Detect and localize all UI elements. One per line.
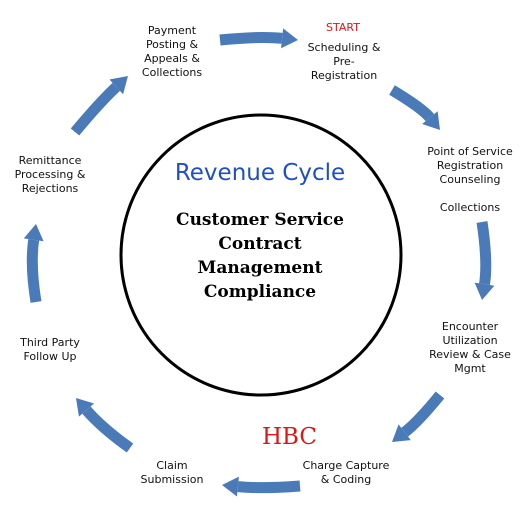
arrow-payment-to-scheduling — [219, 28, 298, 49]
center-line-customer-service: Customer Service — [176, 210, 344, 230]
center-line-management: Management — [197, 258, 323, 278]
arrow-scheduling-to-point-of-service — [389, 85, 440, 130]
center-text: Customer Service Contract Management Com… — [140, 208, 380, 304]
center-title: Revenue Cycle — [174, 160, 346, 186]
cycle-arrows — [23, 28, 495, 497]
arrow-claim-to-third-party — [76, 398, 134, 453]
arrow-encounter-to-charge-capture — [392, 391, 445, 442]
hbc-logo-text: HBC — [262, 424, 317, 450]
step-scheduling-label: Scheduling &Pre-Registration — [307, 41, 381, 82]
center-line-compliance: Compliance — [203, 282, 317, 302]
arrow-third-party-to-remittance — [23, 224, 44, 303]
center-circle — [119, 113, 403, 397]
arrow-remittance-to-payment — [70, 76, 128, 136]
start-label: START — [326, 21, 360, 34]
center-line-contract: Contract — [218, 234, 302, 254]
step-charge-capture-label: Charge Capture& Coding — [302, 459, 390, 486]
arrow-point-of-service-to-encounter — [474, 221, 495, 300]
arrow-charge-capture-to-claim — [222, 476, 301, 497]
